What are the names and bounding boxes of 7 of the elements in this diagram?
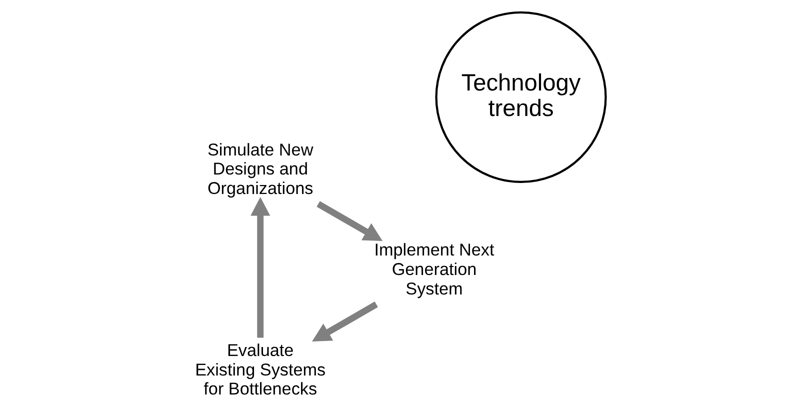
node-text: Implement Next Generation System [374, 240, 494, 298]
node-text: Evaluate Existing Systems for Bottlenecks [195, 340, 326, 399]
node-text: Simulate New Designs and Organizations [207, 139, 314, 198]
arrow [312, 302, 378, 342]
node-circle: Technology trends [435, 11, 607, 183]
arrow [316, 201, 383, 242]
arrow [250, 196, 270, 338]
